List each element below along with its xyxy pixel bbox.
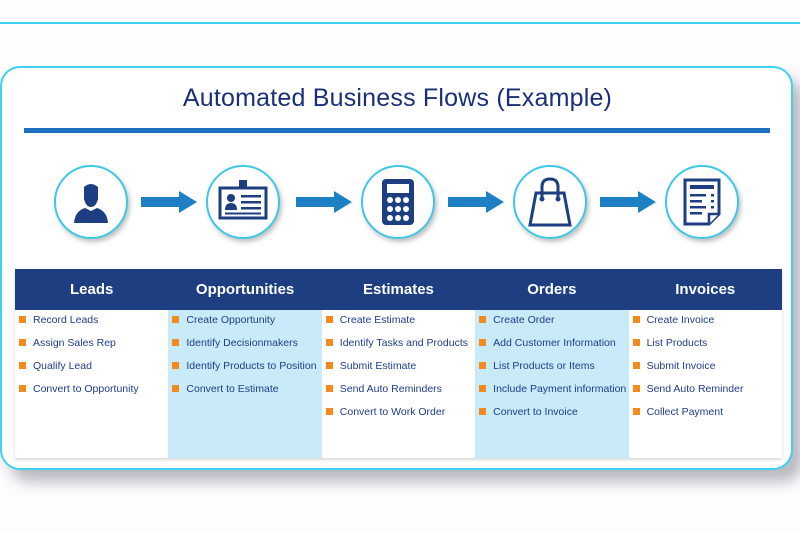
flow-arrow-icon	[600, 191, 656, 213]
column-header-opportunities: Opportunities	[195, 281, 295, 298]
square-bullet-icon	[325, 362, 333, 369]
square-bullet-icon	[19, 316, 26, 323]
list-item: Record Leads	[19, 313, 168, 327]
square-bullet-icon	[479, 408, 487, 415]
square-bullet-icon	[632, 362, 640, 369]
list-item: Convert to Estimate	[172, 382, 321, 396]
list-item-label: Convert to Opportunity	[33, 383, 139, 395]
list-item-label: Submit Invoice	[646, 360, 716, 372]
list-item: Convert to Invoice	[479, 405, 628, 419]
list-item: List Products or Items	[479, 359, 628, 373]
column-header-orders: Orders	[527, 281, 577, 298]
list-item: Add Customer Information	[479, 336, 628, 350]
square-bullet-icon	[632, 408, 640, 415]
step-invoices	[665, 165, 739, 239]
square-bullet-icon	[479, 362, 487, 369]
person-icon	[74, 184, 108, 223]
square-bullet-icon	[632, 385, 640, 392]
square-bullet-icon	[19, 362, 26, 369]
list-item-label: Add Customer Information	[493, 337, 616, 349]
table-header-row: Leads Opportunities Estimates Orders Inv…	[15, 269, 782, 310]
list-item: Qualify Lead	[19, 359, 168, 373]
list-item-label: Convert to Work Order	[339, 406, 446, 418]
list-item-label: Record Leads	[33, 314, 99, 326]
list-item: Create Opportunity	[172, 313, 321, 327]
list-item-label: Convert to Invoice	[493, 406, 578, 418]
flow-arrow-icon	[141, 191, 197, 213]
square-bullet-icon	[325, 385, 333, 392]
list-item-label: Identify Tasks and Products	[339, 337, 468, 349]
list-item-label: Assign Sales Rep	[33, 337, 116, 349]
list-item: Submit Estimate	[325, 359, 475, 373]
square-bullet-icon	[479, 385, 487, 392]
list-item-label: Create Estimate	[339, 314, 416, 326]
square-bullet-icon	[19, 339, 26, 346]
square-bullet-icon	[325, 408, 333, 415]
list-item-label: Submit Estimate	[339, 360, 417, 372]
list-item: Identify Tasks and Products	[325, 336, 475, 350]
list-item-label: Create Order	[493, 314, 555, 326]
list-item: Assign Sales Rep	[19, 336, 168, 350]
list-item: Create Invoice	[632, 313, 782, 327]
diagram-title: Automated Business Flows (Example)	[182, 84, 613, 112]
list-item-label: Send Auto Reminder	[646, 383, 744, 395]
square-bullet-icon	[172, 362, 180, 369]
list-item: Identify Decisionmakers	[172, 336, 321, 350]
flow-arrow-icon	[448, 191, 504, 213]
title-underline	[24, 128, 770, 133]
square-bullet-icon	[172, 339, 180, 346]
list-item-label: Qualify Lead	[33, 360, 92, 372]
square-bullet-icon	[325, 316, 333, 323]
list-item-label: Include Payment information	[493, 383, 627, 395]
list-item: Convert to Opportunity	[19, 382, 168, 396]
square-bullet-icon	[479, 339, 487, 346]
shopping-bag-icon	[528, 177, 572, 227]
flow-arrow-icon	[296, 191, 352, 213]
square-bullet-icon	[325, 339, 333, 346]
list-item: Include Payment information	[479, 382, 628, 396]
calculator-icon	[382, 179, 414, 225]
flow-table: Leads Opportunities Estimates Orders Inv…	[15, 269, 782, 458]
id-badge-icon	[218, 180, 268, 220]
step-opportunities	[206, 165, 280, 239]
column-header-estimates: Estimates	[363, 281, 434, 298]
list-item: List Products	[632, 336, 782, 350]
list-item: Send Auto Reminder	[632, 382, 782, 396]
step-leads	[54, 165, 128, 239]
invoice-document-icon	[683, 178, 721, 226]
step-orders	[513, 165, 587, 239]
list-item-label: Create Invoice	[646, 314, 715, 326]
list-item: Convert to Work Order	[325, 405, 475, 419]
list-item-label: List Products	[646, 337, 708, 349]
top-divider-line	[0, 22, 800, 24]
list-item-label: Identify Decisionmakers	[186, 337, 298, 349]
list-item-label: Convert to Estimate	[186, 383, 279, 395]
list-item-label: Create Opportunity	[186, 314, 276, 326]
square-bullet-icon	[172, 385, 180, 392]
square-bullet-icon	[632, 316, 640, 323]
list-item: Create Order	[479, 313, 628, 327]
list-item: Collect Payment	[632, 405, 782, 419]
square-bullet-icon	[172, 316, 180, 323]
column-header-invoices: Invoices	[675, 281, 736, 298]
list-item: Send Auto Reminders	[325, 382, 475, 396]
list-item-label: Send Auto Reminders	[339, 383, 442, 395]
square-bullet-icon	[632, 339, 640, 346]
step-estimates	[361, 165, 435, 239]
square-bullet-icon	[19, 385, 26, 392]
column-header-leads: Leads	[70, 281, 114, 298]
list-item-label: List Products or Items	[493, 360, 595, 372]
list-item: Identify Products to Position	[172, 359, 321, 373]
list-item-label: Collect Payment	[646, 406, 724, 418]
list-item: Create Estimate	[325, 313, 475, 327]
list-item-label: Identify Products to Position	[186, 360, 317, 372]
list-item: Submit Invoice	[632, 359, 782, 373]
square-bullet-icon	[479, 316, 487, 323]
